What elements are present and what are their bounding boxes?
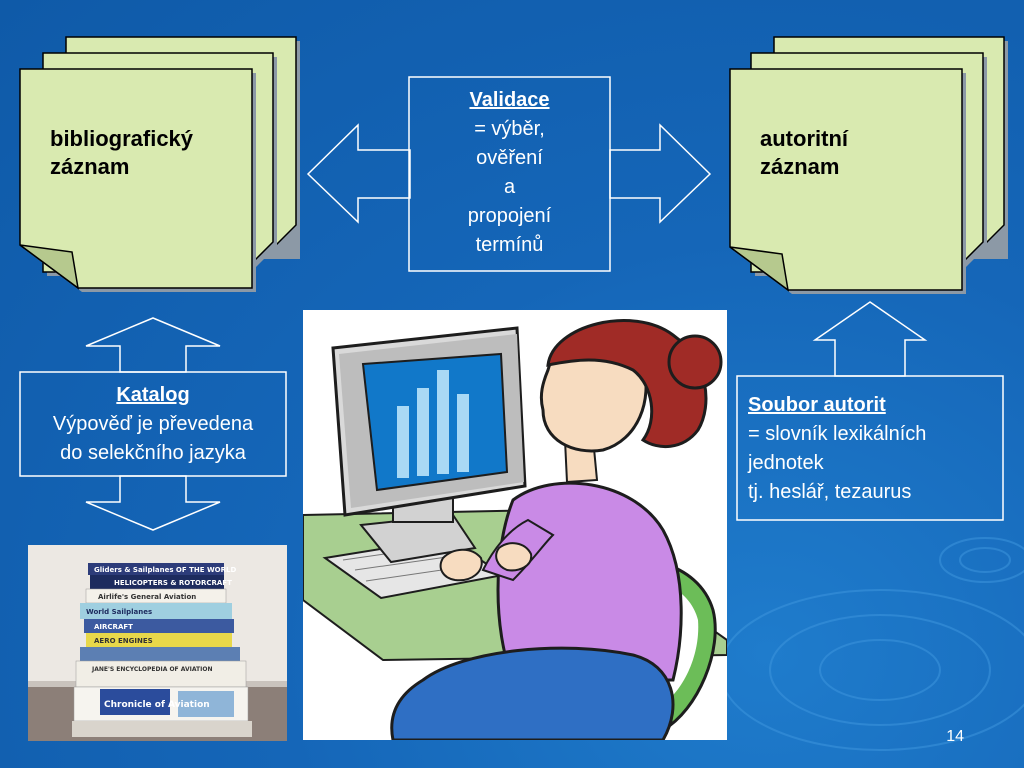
validation-line: propojení xyxy=(467,205,552,227)
authority-file-line: tj. heslář, tezaurus xyxy=(748,481,912,503)
svg-text:HELICOPTERS & ROTORCRAFT: HELICOPTERS & ROTORCRAFT xyxy=(114,579,232,587)
authority-file-line: = slovník lexikálních xyxy=(748,423,927,445)
svg-text:AERO ENGINES: AERO ENGINES xyxy=(94,637,153,645)
book-spine xyxy=(84,619,234,633)
validation-line: termínů xyxy=(475,234,544,256)
validation-line: = výběr, xyxy=(474,118,545,140)
book-spine xyxy=(90,575,224,589)
book-spine xyxy=(86,633,232,647)
book-spine xyxy=(75,660,247,688)
left-note-label: bibliografický záznam xyxy=(50,125,193,181)
catalog-line: do selekčního jazyka xyxy=(60,442,246,464)
svg-text:AIRCRAFT: AIRCRAFT xyxy=(94,623,133,631)
book-spine xyxy=(80,647,240,661)
right-note-line-1: autoritní xyxy=(760,126,848,151)
validation-box: Validace = výběr, ověření a propojení te… xyxy=(409,86,610,260)
catalog-title: Katalog xyxy=(116,384,190,406)
right-note-label: autoritní záznam xyxy=(760,125,848,181)
validation-title: Validace xyxy=(469,89,550,111)
validation-line: ověření xyxy=(476,147,543,169)
right-note-line-2: záznam xyxy=(760,154,840,179)
svg-text:World Sailplanes: World Sailplanes xyxy=(86,608,152,616)
catalog-box: Katalog Výpověď je převedena do selekční… xyxy=(20,381,286,468)
left-note-line-2: záznam xyxy=(50,154,130,179)
book-spine xyxy=(80,603,232,619)
svg-text:Gliders & Sailplanes OF THE WO: Gliders & Sailplanes OF THE WORLD xyxy=(94,566,236,574)
book-spine xyxy=(88,563,224,575)
authority-file-title: Soubor autorit xyxy=(748,394,886,416)
authority-file-line: jednotek xyxy=(748,452,824,474)
aviation-books-photo: Gliders & Sailplanes OF THE WORLD HELICO… xyxy=(28,545,287,741)
validation-line: a xyxy=(503,176,516,198)
svg-text:JANE'S ENCYCLOPEDIA OF AVIATIO: JANE'S ENCYCLOPEDIA OF AVIATION xyxy=(91,666,212,673)
catalog-line: Výpověď je převedena xyxy=(52,413,254,435)
authority-file-box: Soubor autorit = slovník lexikálních jed… xyxy=(748,391,1000,507)
svg-text:Chronicle of Aviation: Chronicle of Aviation xyxy=(104,700,210,710)
svg-text:Airlife's General Aviation: Airlife's General Aviation xyxy=(98,593,196,601)
left-note-line-1: bibliografický xyxy=(50,126,194,151)
book-spine xyxy=(72,721,252,737)
woman-at-computer-illustration xyxy=(303,310,727,740)
slide-number: 14 xyxy=(946,728,964,745)
